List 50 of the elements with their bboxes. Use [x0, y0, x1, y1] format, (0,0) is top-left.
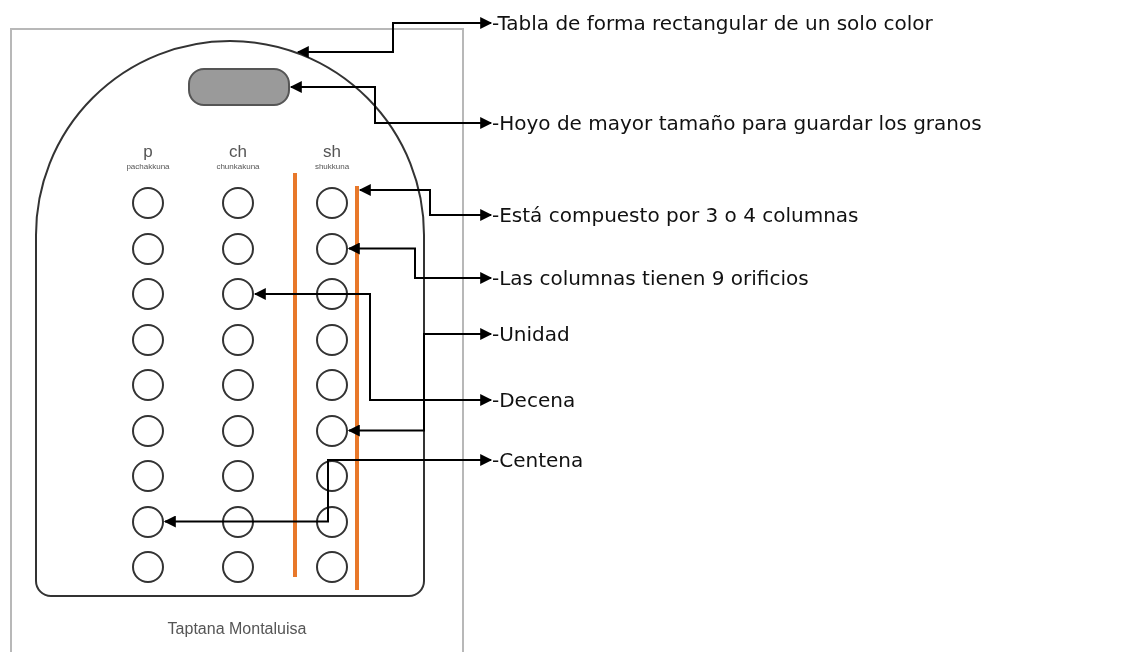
hole [316, 187, 348, 219]
callout-text: -Está compuesto por 3 o 4 columnas [492, 202, 859, 228]
callout-text: -Hoyo de mayor tamaño para guardar los granos [492, 110, 982, 136]
column-header: sh [323, 142, 341, 161]
hole [222, 551, 254, 583]
hole [316, 414, 348, 447]
column-header: p [143, 142, 153, 161]
caption: Taptana Montaluisa [167, 620, 307, 638]
hole [316, 278, 348, 310]
hole [222, 414, 254, 447]
hole [132, 414, 164, 447]
hole [132, 278, 164, 310]
hole [222, 460, 254, 492]
hole [132, 232, 164, 265]
hole [222, 369, 254, 401]
column-subtitle: chunkakuna [216, 162, 260, 172]
hole [132, 369, 164, 401]
hole [132, 551, 164, 583]
leader-line [347, 328, 493, 437]
hole [316, 505, 348, 538]
hole [132, 187, 164, 219]
column-subtitle: pachakkuna [126, 162, 170, 172]
hole [132, 505, 164, 538]
hole [222, 232, 254, 265]
column-header: ch [229, 142, 247, 161]
callout-text: -Tabla de forma rectangular de un solo color [492, 10, 933, 36]
callout-text: -Las columnas tienen 9 orificios [492, 265, 809, 291]
leader-line [289, 81, 493, 129]
leader-line [358, 184, 493, 221]
leader-line [296, 17, 493, 58]
hole [222, 187, 254, 219]
callout-text: -Unidad [492, 321, 570, 347]
callout-text: -Decena [492, 387, 576, 413]
leader-line [163, 454, 493, 528]
hole [316, 369, 348, 401]
hole [132, 460, 164, 492]
hole [316, 323, 348, 356]
hole [132, 323, 164, 356]
board [35, 40, 425, 597]
leader-line [347, 242, 493, 284]
hole [222, 278, 254, 310]
hole [316, 551, 348, 583]
hole [316, 232, 348, 265]
grain-hole [188, 68, 290, 106]
hole [222, 323, 254, 356]
callout-text: -Centena [492, 447, 584, 473]
hole [316, 460, 348, 492]
leader-line [253, 288, 493, 406]
hole [222, 505, 254, 538]
column-subtitle: shukkuna [314, 162, 350, 172]
